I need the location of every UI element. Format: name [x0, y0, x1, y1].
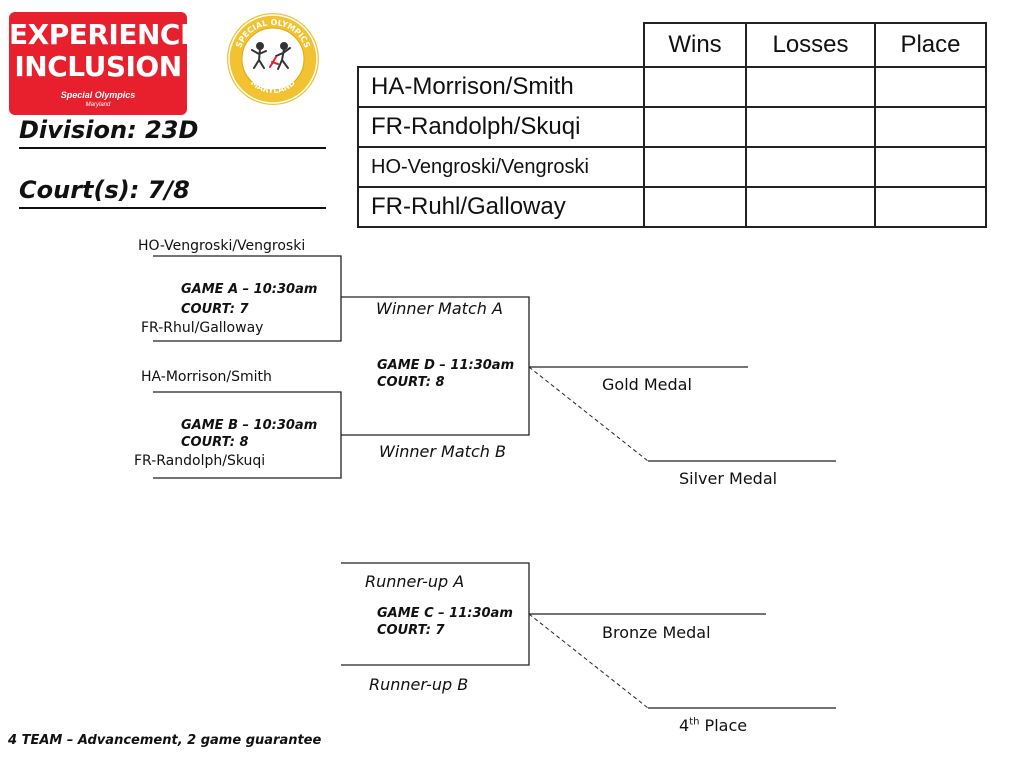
standings-row: FR-Randolph/Skuqi — [357, 106, 987, 148]
game-d-bracket-line — [341, 296, 530, 436]
standings-corner — [358, 23, 645, 68]
standings-row: HO-Vengroski/Vengroski — [357, 146, 987, 188]
game-d-title: GAME D – 11:30am — [377, 358, 515, 373]
place-cell[interactable] — [874, 106, 987, 148]
game-b-title: GAME B – 10:30am — [181, 418, 318, 433]
wins-cell[interactable] — [643, 146, 747, 188]
game-b-team-bottom: FR-Randolph/Skuqi — [134, 453, 266, 469]
losses-cell[interactable] — [745, 146, 876, 188]
game-d-slot-top: Winner Match A — [376, 299, 503, 318]
game-a-bracket-line — [153, 255, 342, 342]
standings-row: FR-Ruhl/Galloway — [357, 186, 987, 228]
division-label: Division: 23D — [19, 116, 199, 144]
format-footnote: 4 TEAM – Advancement, 2 game guarantee — [8, 733, 322, 748]
experience-inclusion-logo: EXPERIENCE INCLUSION Special Olympics Ma… — [9, 12, 187, 115]
standings-row: HA-Morrison/Smith — [357, 66, 987, 108]
wins-cell[interactable] — [643, 66, 747, 108]
game-c-slot-bottom: Runner-up B — [369, 675, 469, 694]
logo-line-1: EXPERIENCE — [9, 18, 187, 51]
fourth-place-suffix: th — [689, 716, 700, 728]
team-name: HA-Morrison/Smith — [357, 66, 645, 108]
losses-cell[interactable] — [745, 66, 876, 108]
place-cell[interactable] — [874, 186, 987, 228]
court-label: Court(s): 7/8 — [19, 176, 190, 204]
logo-line-2: INCLUSION — [14, 50, 182, 83]
column-header-wins: Wins — [643, 22, 747, 68]
fourth-place-text: Place — [704, 716, 748, 735]
losses-cell[interactable] — [745, 186, 876, 228]
game-c-title: GAME C – 11:30am — [377, 606, 513, 621]
special-olympics-seal: SPECIAL OLYMPICS MARYLAND — [227, 13, 319, 105]
game-c-court: COURT: 7 — [377, 623, 445, 638]
game-c-slot-top: Runner-up A — [365, 572, 465, 591]
team-name: HO-Vengroski/Vengroski — [357, 146, 645, 188]
bronze-medal-label: Bronze Medal — [602, 623, 711, 642]
fourth-place-number: 4 — [679, 716, 690, 735]
game-b-team-top: HA-Morrison/Smith — [141, 369, 272, 385]
team-name: FR-Ruhl/Galloway — [357, 186, 645, 228]
gold-medal-label: Gold Medal — [602, 375, 692, 394]
game-d-slot-bottom: Winner Match B — [379, 442, 506, 461]
standings-table: Wins Losses Place HA-Morrison/Smith FR-R… — [357, 22, 987, 228]
standings-header-row: Wins Losses Place — [358, 22, 987, 68]
logo-subtitle: Special Olympics — [60, 90, 136, 100]
game-a-court: COURT: 7 — [181, 302, 249, 317]
game-a-team-bottom: FR-Rhul/Galloway — [141, 320, 264, 336]
logo-subtitle-2: Maryland — [85, 102, 111, 108]
game-c-loser-dashed-line — [528, 613, 649, 709]
division-underline — [19, 147, 326, 149]
silver-medal-label: Silver Medal — [679, 469, 778, 488]
game-a-title: GAME A – 10:30am — [181, 282, 318, 297]
game-d-loser-dashed-line — [528, 366, 649, 462]
column-header-losses: Losses — [745, 22, 876, 68]
place-cell[interactable] — [874, 66, 987, 108]
place-cell[interactable] — [874, 146, 987, 188]
team-name: FR-Randolph/Skuqi — [357, 106, 645, 148]
losses-cell[interactable] — [745, 106, 876, 148]
game-a-team-top: HO-Vengroski/Vengroski — [138, 238, 306, 254]
wins-cell[interactable] — [643, 186, 747, 228]
game-b-court: COURT: 8 — [181, 435, 249, 450]
court-underline — [19, 207, 326, 209]
column-header-place: Place — [874, 22, 987, 68]
fourth-place-label: 4th Place — [679, 716, 747, 735]
game-d-court: COURT: 8 — [377, 375, 445, 390]
wins-cell[interactable] — [643, 106, 747, 148]
